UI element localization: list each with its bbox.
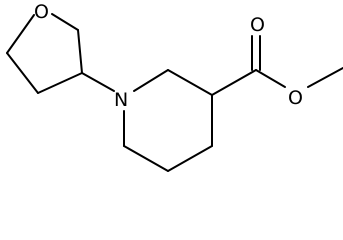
tetrahydrofuran-ring [6, 13, 83, 94]
methyl-ester-group [211, 35, 343, 96]
bond-ring-to-carbonyl-carbon [211, 69, 257, 96]
bond-c2-c3 [6, 52, 39, 94]
bond-thf-to-nitrogen [81, 72, 115, 92]
piperidine-ring [123, 69, 213, 172]
bond-o-c2 [6, 14, 35, 54]
bond-c5-c6 [123, 145, 169, 172]
nitrogen-label: N [114, 89, 128, 111]
bond-c2-c3 [167, 69, 213, 96]
molecule-structure-diagram: O N O O [6, 1, 343, 172]
carbonyl-oxygen-label: O [250, 14, 265, 36]
bond-carbonyl-to-ester-oxygen [255, 69, 286, 88]
bond-n-c2 [133, 69, 169, 92]
bond-c3-c4 [37, 72, 83, 94]
bond-c4-c5 [167, 145, 213, 172]
bond-c4-c5 [77, 29, 83, 74]
ring-oxygen-label: O [34, 1, 49, 23]
bond-ester-oxygen-to-methyl [307, 67, 343, 88]
ester-oxygen-label: O [288, 87, 303, 109]
bond-c5-o [51, 13, 79, 31]
